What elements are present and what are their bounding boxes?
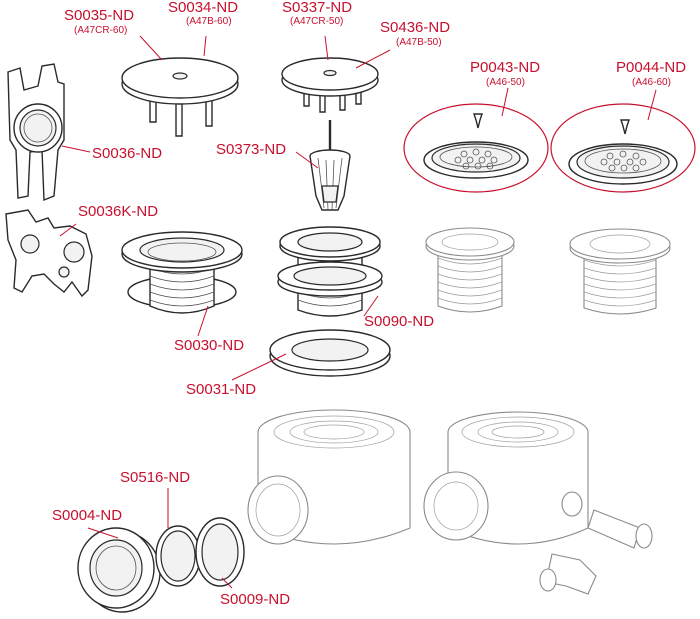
- leader-lines: [59, 35, 657, 589]
- label-p0044: P0044-ND: [616, 59, 687, 76]
- label-s0373: S0373-ND: [216, 141, 287, 158]
- label-s0030: S0030-ND: [174, 337, 245, 354]
- label-s0436: S0436-ND: [380, 19, 451, 36]
- seal-s0516: [155, 525, 201, 587]
- gasket-s0031: [269, 329, 391, 377]
- trap-body-faint-a: [247, 409, 411, 545]
- label-s0004: S0004-ND: [52, 507, 123, 524]
- sublabel-p0044: (A46-60): [632, 77, 671, 88]
- label-s0009: S0009-ND: [220, 591, 291, 608]
- cap-s0034: [121, 57, 239, 137]
- label-s0031: S0031-ND: [186, 381, 257, 398]
- label-s0035: S0035-ND: [64, 7, 135, 24]
- ring-s0009: [195, 517, 245, 587]
- label-s0036: S0036-ND: [92, 145, 163, 162]
- basket-s0373: [309, 120, 351, 211]
- sublabel-s0034: (A47B-60): [186, 16, 232, 27]
- fitting-elbow-faint: [539, 553, 597, 595]
- wrench-s0036k: [5, 209, 93, 298]
- cap-s0337: [281, 57, 379, 113]
- sublabel-p0043: (A46-50): [486, 77, 525, 88]
- label-s0036k: S0036K-ND: [78, 203, 159, 220]
- nut-s0004: [77, 527, 161, 613]
- label-s0516: S0516-ND: [120, 469, 191, 486]
- strainer-p0043: [403, 103, 549, 193]
- sublabel-s0337: (A47CR-50): [290, 16, 344, 27]
- strainer-p0044: [550, 103, 696, 193]
- sublabel-s0436: (A47B-50): [396, 37, 442, 48]
- trap-body-faint-b: [423, 411, 589, 545]
- waste-s0090: [277, 226, 383, 317]
- label-p0043: P0043-ND: [470, 59, 541, 76]
- sublabel-s0035: (A47CR-60): [74, 25, 128, 36]
- label-s0337: S0337-ND: [282, 0, 353, 16]
- label-s0090: S0090-ND: [364, 313, 435, 330]
- waste-faint-b: [569, 228, 671, 315]
- wrench-s0036: [7, 63, 65, 202]
- waste-s0030: [121, 231, 243, 314]
- fitting-straight-faint: [587, 509, 653, 549]
- label-s0034: S0034-ND: [168, 0, 239, 16]
- waste-faint-a: [425, 227, 515, 313]
